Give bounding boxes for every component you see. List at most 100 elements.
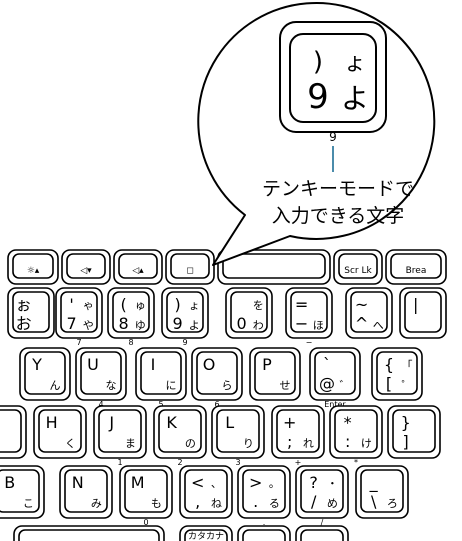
key-legend-top-left: M bbox=[131, 473, 145, 492]
letter-key-y-row-6[interactable]: `@゛Enter bbox=[309, 347, 361, 409]
key-legend-top-right: ょ bbox=[189, 299, 200, 312]
key-legend-top-left: B bbox=[4, 473, 15, 492]
letter-key-h-row-5[interactable]: Lり3 bbox=[211, 405, 265, 467]
key-legend-bottom-right: ゆ bbox=[135, 319, 146, 332]
key-legend-bottom-right: な bbox=[106, 379, 117, 392]
key-legend-top-right: ゃ bbox=[83, 299, 94, 312]
function-key-4[interactable]: ◻ bbox=[165, 249, 215, 285]
letter-key-y-row-4[interactable]: Oら6 bbox=[191, 347, 243, 409]
key-top-face bbox=[12, 253, 54, 279]
bottom-key-3[interactable] bbox=[237, 525, 291, 541]
key-legend-bottom-right: め bbox=[327, 497, 338, 510]
function-key-label: ◻ bbox=[186, 266, 193, 276]
key-top-face bbox=[392, 409, 436, 453]
key-legend-bottom-right: こ bbox=[23, 497, 34, 510]
letter-key-b-row-3[interactable]: Mも0 bbox=[119, 465, 173, 527]
bottom-key-1[interactable] bbox=[13, 525, 165, 541]
key-legend-bottom-right: わ bbox=[253, 319, 264, 332]
function-key-5[interactable] bbox=[217, 249, 331, 285]
key-top-face bbox=[118, 253, 158, 279]
key-legend-top-left: ' bbox=[69, 295, 73, 314]
callout-key-top-right: ょ bbox=[344, 51, 366, 76]
key-legend-top-left: ( bbox=[121, 295, 127, 314]
letter-key-h-row-7[interactable]: *:け* bbox=[329, 405, 383, 467]
key-top-face bbox=[166, 291, 204, 333]
letter-key-b-row-1[interactable]: Bこ bbox=[0, 465, 45, 519]
function-key-label: ◁▾ bbox=[80, 266, 92, 276]
key-top-face bbox=[18, 529, 160, 541]
key-legend-bottom-left: − bbox=[295, 314, 308, 333]
letter-key-h-row-3[interactable]: Jま1 bbox=[93, 405, 147, 467]
callout-caption-line-2: 入力できる文字 bbox=[272, 205, 405, 227]
number-key-1[interactable]: ぉお bbox=[7, 287, 55, 339]
key-legend-top-left: < bbox=[191, 473, 204, 492]
letter-key-h-row-1[interactable] bbox=[0, 405, 27, 459]
function-key-label: Scr Lk bbox=[344, 266, 372, 276]
key-legend-top-right: ・ bbox=[327, 477, 338, 490]
key-top-face bbox=[184, 469, 228, 513]
letter-key-h-row-2[interactable]: Hく bbox=[33, 405, 87, 459]
key-top-face bbox=[60, 291, 98, 333]
letter-key-y-row-5[interactable]: Pせ bbox=[249, 347, 301, 401]
callout-key-top-left: ) bbox=[313, 47, 323, 77]
key-legend-bottom-right: せ bbox=[280, 379, 291, 392]
key-top-face bbox=[140, 351, 182, 395]
key-legend-top-left: ぉ bbox=[16, 295, 32, 314]
key-legend-top-left: H bbox=[46, 413, 58, 432]
tenkey-label: − bbox=[306, 338, 313, 347]
callout-key-main-left: 9 bbox=[307, 77, 329, 117]
bottom-key-2[interactable]: カタカナ bbox=[179, 525, 233, 541]
tenkey-callout: ) ょ 9 よ 9 テンキーモードで 入力できる文字 bbox=[197, 1, 436, 266]
key-legend-top-left: ~ bbox=[355, 295, 368, 314]
key-top-face bbox=[254, 351, 296, 395]
letter-key-y-row-2[interactable]: Uな4 bbox=[75, 347, 127, 409]
letter-key-b-row-6[interactable]: ?・/め/ bbox=[295, 465, 349, 527]
key-legend-top-right: 「 bbox=[402, 359, 413, 372]
number-key-7[interactable]: ~^ へ bbox=[345, 287, 393, 339]
letter-key-h-row-4[interactable]: Kの2 bbox=[153, 405, 207, 467]
letter-key-b-row-2[interactable]: Nみ bbox=[59, 465, 113, 519]
letter-key-h-row-6[interactable]: +;れ+ bbox=[271, 405, 325, 467]
letter-key-h-row-8[interactable]: }] bbox=[387, 405, 441, 459]
key-legend-bottom-left: , bbox=[195, 492, 200, 511]
letter-key-b-row-5[interactable]: >。.る. bbox=[237, 465, 291, 527]
letter-key-y-row-3[interactable]: Iに5 bbox=[135, 347, 187, 409]
key-top-face bbox=[360, 469, 404, 513]
key-top-face bbox=[230, 291, 268, 333]
letter-key-b-row-7[interactable]: _\ろ bbox=[355, 465, 409, 519]
key-legend-bottom-left: 7 bbox=[67, 314, 77, 333]
key-legend-top-left: Y bbox=[31, 355, 42, 374]
key-legend-top-left: { bbox=[384, 355, 394, 374]
key-legend-bottom-right: く bbox=[65, 437, 76, 450]
key-legend-bottom-left: お bbox=[16, 314, 32, 333]
tenkey-label: 3 bbox=[235, 458, 240, 467]
key-top-face bbox=[124, 469, 168, 513]
key-legend-bottom-left: ] bbox=[403, 432, 409, 451]
key-legend-top-left: J bbox=[108, 413, 114, 432]
letter-key-y-row-7[interactable]: {「[゜ bbox=[371, 347, 423, 401]
bottom-key-4[interactable] bbox=[295, 525, 349, 541]
key-legend-bottom-right: へ bbox=[373, 319, 384, 332]
function-key-2[interactable]: ◁▾ bbox=[61, 249, 111, 285]
letter-key-y-row-1[interactable]: Yん bbox=[19, 347, 71, 401]
function-key-1[interactable]: ☼▴ bbox=[7, 249, 59, 285]
function-key-3[interactable]: ◁▴ bbox=[113, 249, 163, 285]
function-key-6[interactable]: Scr Lk bbox=[333, 249, 383, 285]
key-legend-bottom-left: 9 bbox=[173, 314, 183, 333]
key-top-face bbox=[404, 291, 442, 333]
letter-key-b-row-4[interactable]: <、,ね bbox=[179, 465, 233, 519]
number-key-8[interactable]: | bbox=[399, 287, 447, 339]
key-top-face bbox=[184, 529, 228, 541]
tenkey-label: / bbox=[321, 518, 324, 527]
key-legend-top-left: ` bbox=[323, 355, 331, 374]
key-top-face bbox=[0, 409, 22, 453]
number-key-6[interactable]: =−ほ− bbox=[285, 287, 333, 347]
key-legend-bottom-right: ら bbox=[222, 379, 233, 392]
function-key-7[interactable]: Brea bbox=[385, 249, 447, 285]
key-legend-bottom-left: ^ bbox=[355, 314, 368, 333]
